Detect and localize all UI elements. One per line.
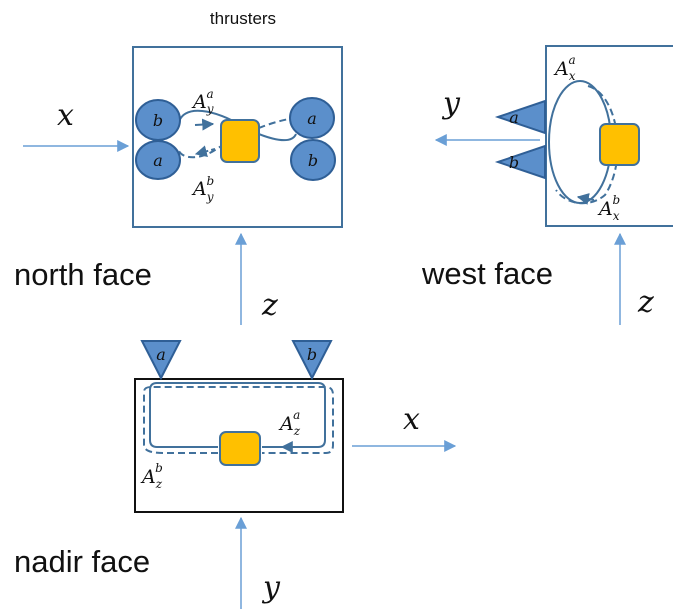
nadir-loop-label-right: Aza [278, 408, 301, 438]
nadir-face: a b Aza Azb x y nadir face [14, 340, 457, 609]
west-face: a b Axa Axb y z west face [421, 45, 673, 325]
north-thruster-a-right-label: a [307, 109, 317, 128]
west-loop-label-top: Axa [553, 53, 576, 83]
north-loop-arrow-top [194, 118, 215, 131]
north-thruster-a-right [289, 97, 335, 139]
north-thruster-a-left [135, 140, 181, 180]
west-thruster-a-label: a [509, 108, 519, 127]
north-thruster-b-right-label: b [308, 151, 318, 170]
west-loop-label-bottom: Axb [597, 193, 620, 223]
west-y-label: y [441, 86, 461, 121]
north-x-label: x [57, 98, 74, 133]
nadir-thruster-a [140, 340, 182, 381]
north-thruster-b-left-label: b [153, 111, 163, 130]
nadir-x-label: x [403, 402, 420, 437]
nadir-loop-label-left: Azb [140, 461, 163, 491]
nadir-face-label: nadir face [14, 544, 150, 579]
nadir-thruster-a-label: a [156, 345, 166, 364]
north-thruster-b-right [290, 139, 336, 181]
nadir-loop-solid [149, 382, 326, 448]
nadir-y-label: y [261, 570, 281, 605]
nadir-body [219, 431, 261, 466]
north-z-label: z [261, 288, 278, 323]
north-face-label: north face [14, 257, 152, 292]
west-loop-dashed [555, 85, 619, 205]
north-loop-arrow-bottom [194, 145, 216, 158]
north-body [220, 119, 260, 163]
nadir-loop-dashed [143, 386, 334, 454]
north-loop-label-top: Aya [191, 87, 214, 116]
north-thruster-a-left-label: a [153, 151, 163, 170]
nadir-thruster-b-label: b [307, 345, 317, 364]
nadir-thruster-b [291, 340, 333, 381]
north-loop-label-bottom: Ayb [191, 174, 214, 204]
west-z-label: z [637, 285, 654, 320]
west-face-label: west face [421, 256, 553, 291]
west-face-frame [545, 45, 673, 227]
thrusters-title: thrusters [210, 9, 276, 28]
north-face-frame [132, 46, 343, 228]
north-face: b a a b Aya Ayb x z north face [14, 46, 343, 325]
west-body [599, 123, 640, 166]
west-thruster-b-label: b [509, 153, 519, 172]
west-thruster-a [494, 99, 546, 135]
west-loop-arrow [576, 193, 595, 205]
west-thruster-b [494, 144, 546, 180]
nadir-face-frame [134, 378, 344, 513]
